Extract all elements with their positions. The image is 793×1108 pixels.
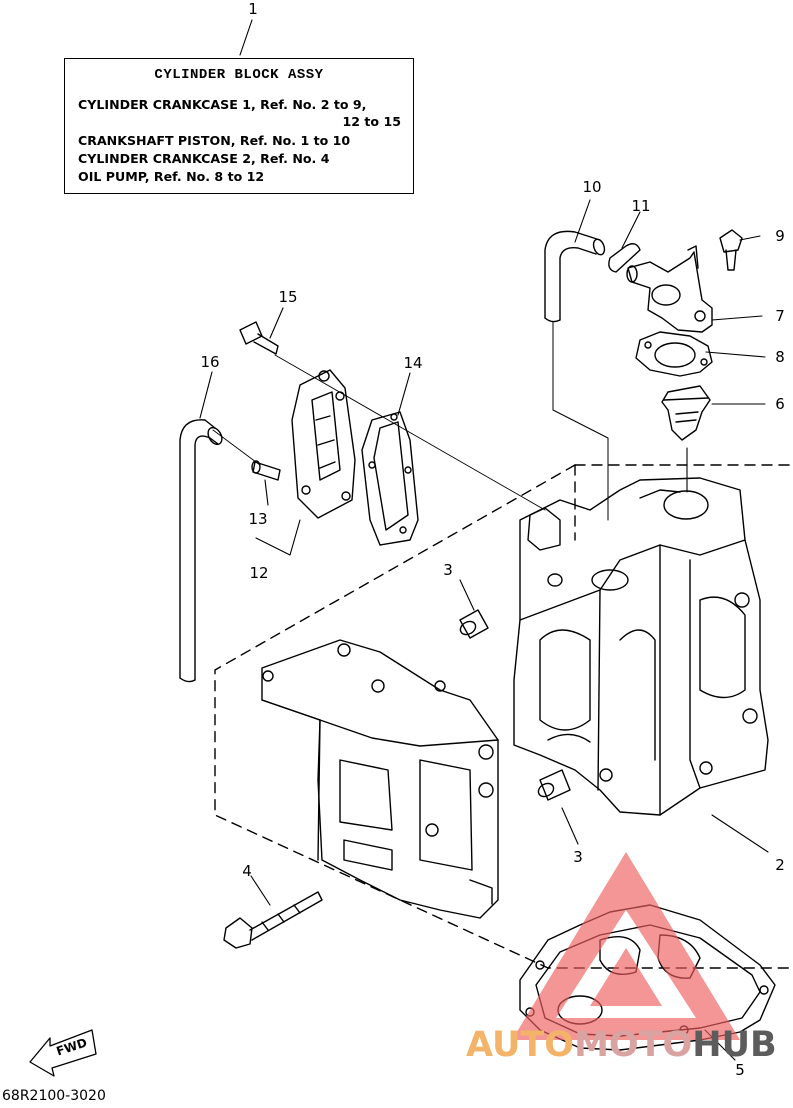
hose-10: [544, 230, 606, 323]
callout-5: 5: [735, 1061, 745, 1079]
crankcase-4: [261, 639, 499, 919]
kit-line: CRANKSHAFT PISTON, Ref. No. 1 to 10: [78, 133, 351, 148]
bolt-4: [223, 891, 323, 949]
cover-7: [626, 245, 713, 333]
callout-4: 4: [242, 862, 252, 880]
dowel-3-lower: [537, 769, 571, 801]
callout-3-lower: 3: [573, 848, 583, 866]
drawing-code: 68R2100-3020: [2, 1088, 106, 1104]
watermark-part-auto: AUTO: [466, 1025, 575, 1065]
dowel-3-upper: [459, 609, 489, 639]
callout-16: 16: [200, 353, 220, 371]
kit-line: 12 to 15: [342, 114, 402, 129]
assembly-dashed-outline: [214, 464, 793, 969]
callout-8: 8: [775, 348, 785, 366]
callout-13: 13: [248, 510, 268, 528]
callout-10: 10: [582, 178, 602, 196]
cylinder-block-2: [513, 477, 769, 816]
gasket-8: [635, 331, 713, 377]
clip-11: [608, 243, 641, 273]
kit-title: CYLINDER BLOCK ASSY: [154, 67, 324, 83]
callout-7: 7: [775, 307, 785, 325]
kit-line: CYLINDER CRANKCASE 2, Ref. No. 4: [78, 151, 330, 166]
watermark-text: AUTOMOTOHUB: [466, 1025, 777, 1065]
cover-12: [291, 369, 356, 519]
callout-11: 11: [631, 197, 651, 215]
bolt-9: [719, 229, 743, 271]
kit-line: OIL PUMP, Ref. No. 8 to 12: [78, 169, 265, 184]
bolt-15: [239, 321, 279, 355]
callout-15: 15: [278, 288, 298, 306]
callout-9: 9: [775, 227, 785, 245]
callout-3-upper: 3: [443, 561, 453, 579]
callout-12: 12: [249, 564, 269, 582]
gasket-14: [361, 411, 419, 546]
watermark-logo: [512, 852, 740, 1040]
callout-6: 6: [775, 395, 785, 413]
watermark-part-hub: HUB: [692, 1025, 777, 1065]
watermark-part-moto: MOTO: [574, 1025, 693, 1065]
fwd-arrow: [29, 1029, 97, 1077]
kit-line: CYLINDER CRANKCASE 1, Ref. No. 2 to 9,: [78, 97, 367, 112]
hose-16: [179, 419, 223, 683]
pin-13: [251, 460, 281, 481]
callout-1: 1: [248, 0, 258, 18]
kit-info-box: CYLINDER BLOCK ASSY CYLINDER CRANKCASE 1…: [64, 58, 414, 194]
thermostat-6: [661, 385, 711, 441]
callout-2: 2: [775, 856, 785, 874]
callout-14: 14: [403, 354, 423, 372]
